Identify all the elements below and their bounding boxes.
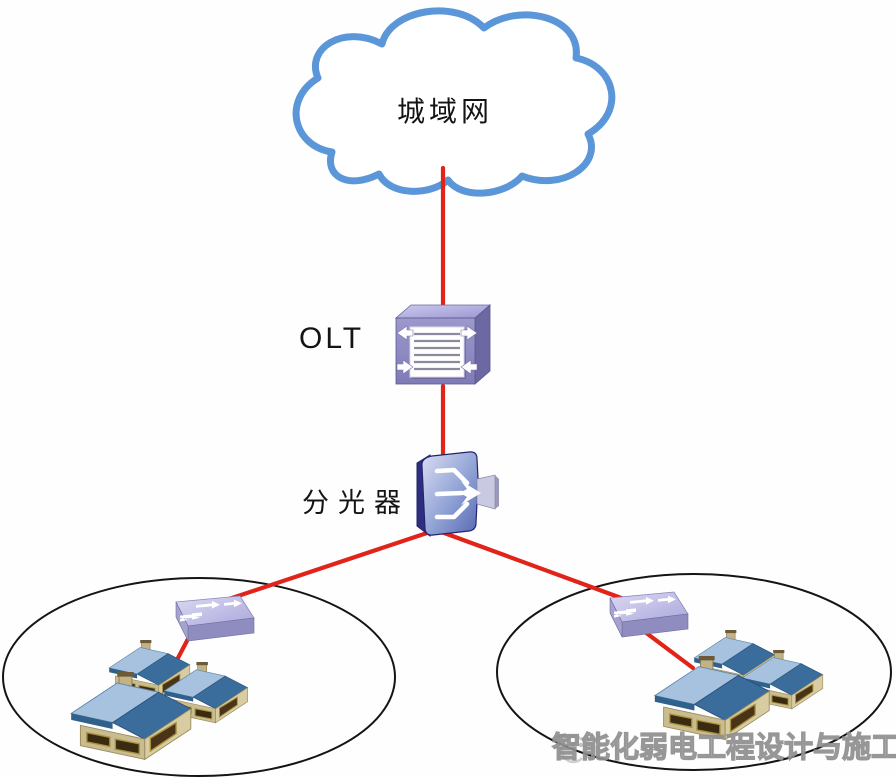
olt-switch-icon [394, 304, 492, 385]
service-area-right-outline [496, 573, 892, 771]
service-area-left-outline [2, 577, 396, 777]
homes-cluster-left [70, 639, 249, 761]
splitter-label: 分光器 [302, 488, 410, 518]
workgroup-switch-left-icon [175, 595, 255, 642]
workgroup-switch-right-icon [609, 591, 689, 638]
optical-splitter-icon [416, 451, 499, 538]
link-splitter-switch-left [217, 527, 439, 605]
olt-label: OLT [299, 322, 365, 355]
link-splitter-switch-right [433, 527, 627, 602]
watermark-text: 智能化弱电工程设计与施工 [551, 731, 896, 764]
cloud-icon [292, 7, 616, 197]
watermark: 智能化弱电工程设计与施工 [551, 724, 896, 766]
watermark-logo-icon [555, 732, 584, 764]
cloud-label: 城域网 [397, 97, 494, 128]
link-switch-homes-right [638, 626, 696, 671]
